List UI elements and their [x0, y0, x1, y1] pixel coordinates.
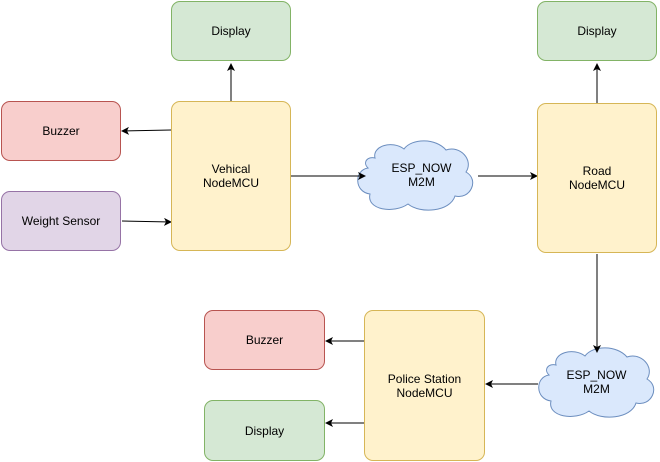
weight-sensor-node[interactable]: Weight Sensor	[1, 191, 121, 251]
display-top-left-node[interactable]: Display	[171, 1, 291, 61]
display-top-right-node[interactable]: Display	[537, 1, 657, 61]
display-bottom-node[interactable]: Display	[204, 400, 325, 461]
buzzer-left-node[interactable]: Buzzer	[1, 101, 121, 161]
esp-now-bottom-label[interactable]: ESP_NOW M2M	[566, 368, 627, 396]
esp-now-top-label[interactable]: ESP_NOW M2M	[391, 161, 452, 189]
vehical-nodemcu-node[interactable]: Vehical NodeMCU	[171, 101, 291, 251]
buzzer-bottom-node[interactable]: Buzzer	[204, 310, 325, 370]
road-nodemcu-node[interactable]: Road NodeMCU	[537, 103, 657, 253]
edge-weight-sensor-to-vehical	[121, 217, 172, 226]
police-station-nodemcu-node[interactable]: Police Station NodeMCU	[364, 310, 485, 461]
edge-vehical-to-buzzer	[121, 126, 172, 135]
